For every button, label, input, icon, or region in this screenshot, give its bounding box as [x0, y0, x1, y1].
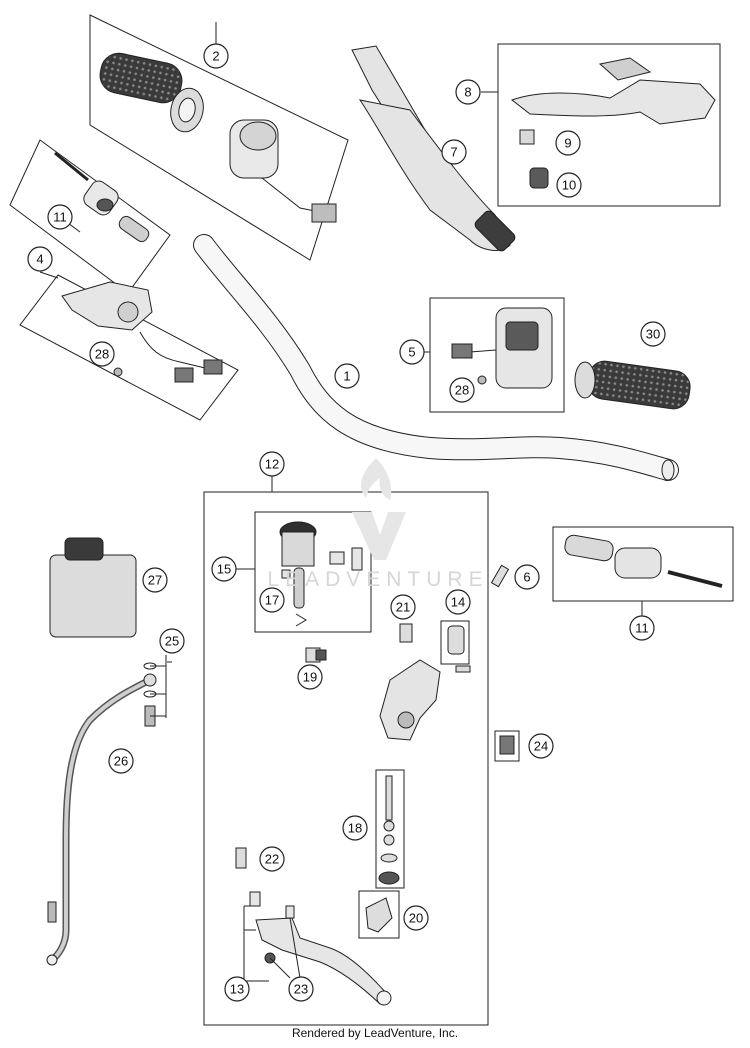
group-box-4 [19, 274, 239, 421]
callout-c19 [297, 664, 323, 690]
callout-c7 [441, 139, 467, 165]
callout-c22 [259, 846, 285, 872]
callout-c5 [399, 339, 425, 365]
callout-c14 [445, 589, 471, 615]
callout-label-4: 4 [36, 252, 43, 267]
throttle-housing [229, 119, 337, 223]
callout-c25 [159, 628, 185, 654]
callout-c2 [203, 43, 229, 69]
brake-lever [249, 891, 392, 1006]
callout-label-20: 20 [409, 911, 423, 926]
watermark-text: LEADVENTURE [267, 568, 489, 591]
callouts [27, 43, 666, 1002]
callout-c27 [142, 567, 168, 593]
callout-label-19: 19 [303, 670, 317, 685]
clutch-lever-assembly [510, 57, 716, 189]
group-box-18 [375, 769, 405, 889]
grip-right [574, 360, 691, 410]
callout-c30 [640, 321, 666, 347]
callout-label-30: 30 [646, 327, 660, 342]
callout-label-23: 23 [294, 982, 308, 997]
callout-label-25: 25 [165, 634, 179, 649]
callout-c17 [259, 587, 285, 613]
callout-c12 [259, 451, 285, 477]
callout-label-13: 13 [230, 982, 244, 997]
group-box-2 [89, 14, 349, 261]
group-box-15 [254, 511, 372, 633]
callout-c23 [288, 976, 314, 1002]
callout-label-11a: 11 [53, 210, 67, 225]
pivot-bracket [365, 897, 393, 933]
fluid-bottle [49, 537, 137, 638]
callout-c28b [449, 377, 475, 403]
grip-left [99, 52, 204, 133]
group-box-20 [358, 890, 400, 939]
callout-label-21: 21 [396, 600, 410, 615]
callout-c20 [403, 905, 429, 931]
group-box-11-right [552, 526, 734, 602]
callout-c13 [224, 976, 250, 1002]
small-parts [399, 564, 515, 755]
callout-c11a [47, 204, 73, 230]
callout-c28a [89, 341, 115, 367]
callout-c4 [27, 246, 53, 272]
callout-label-15: 15 [217, 562, 231, 577]
left-switch [61, 281, 223, 383]
watermark-logo [352, 458, 406, 560]
group-box-5 [429, 297, 565, 413]
callout-c10 [556, 172, 582, 198]
callout-label-11b: 11 [635, 621, 649, 636]
handlebar [193, 234, 679, 481]
bar-end-weight-right [564, 534, 723, 588]
callout-c1 [334, 363, 360, 389]
footer-credit: Rendered by LeadVenture, Inc. [291, 1026, 459, 1040]
callout-label-28a: 28 [95, 347, 109, 362]
callout-label-14: 14 [451, 595, 465, 610]
group-box-12 [203, 491, 489, 1026]
callout-c18 [342, 815, 368, 841]
callout-label-10: 10 [562, 178, 576, 193]
callout-label-22: 22 [265, 852, 279, 867]
callout-label-12: 12 [265, 457, 279, 472]
callout-label-17: 17 [265, 593, 279, 608]
reservoir [279, 521, 363, 627]
callout-c11b [629, 615, 655, 641]
callout-c26 [108, 748, 134, 774]
group-box-14 [440, 620, 470, 665]
callout-label-6: 6 [523, 570, 530, 585]
brake-hose [46, 673, 157, 966]
callout-label-26: 26 [114, 754, 128, 769]
callout-label-2: 2 [212, 49, 219, 64]
group-box-24 [494, 730, 520, 762]
callout-c6 [514, 564, 540, 590]
callout-label-7: 7 [450, 145, 457, 160]
callout-label-8: 8 [464, 85, 471, 100]
callout-label-5: 5 [408, 345, 415, 360]
callout-label-9: 9 [564, 136, 571, 151]
leader-lines [39, 22, 643, 982]
callout-label-28b: 28 [455, 383, 469, 398]
piston-kit [378, 775, 400, 885]
right-switch [451, 307, 553, 389]
adjuster-screw [235, 847, 247, 869]
callout-c24 [528, 733, 554, 759]
hand-guard [351, 45, 516, 252]
callout-label-1: 1 [343, 369, 350, 384]
callout-label-27: 27 [148, 573, 162, 588]
callout-label-18: 18 [348, 821, 362, 836]
callout-labels: 2 7 8 9 10 11 4 28 1 5 28 30 12 15 17 19… [36, 49, 660, 997]
bar-end-weight-top [54, 151, 150, 243]
callout-c21 [390, 594, 416, 620]
callout-c8 [455, 79, 481, 105]
washers [143, 655, 167, 718]
banjo-fitting [305, 647, 327, 663]
callout-c9 [555, 130, 581, 156]
group-box-8 [497, 43, 721, 207]
callout-label-24: 24 [534, 739, 548, 754]
lever-bracket [379, 659, 441, 741]
callout-c15 [211, 556, 237, 582]
